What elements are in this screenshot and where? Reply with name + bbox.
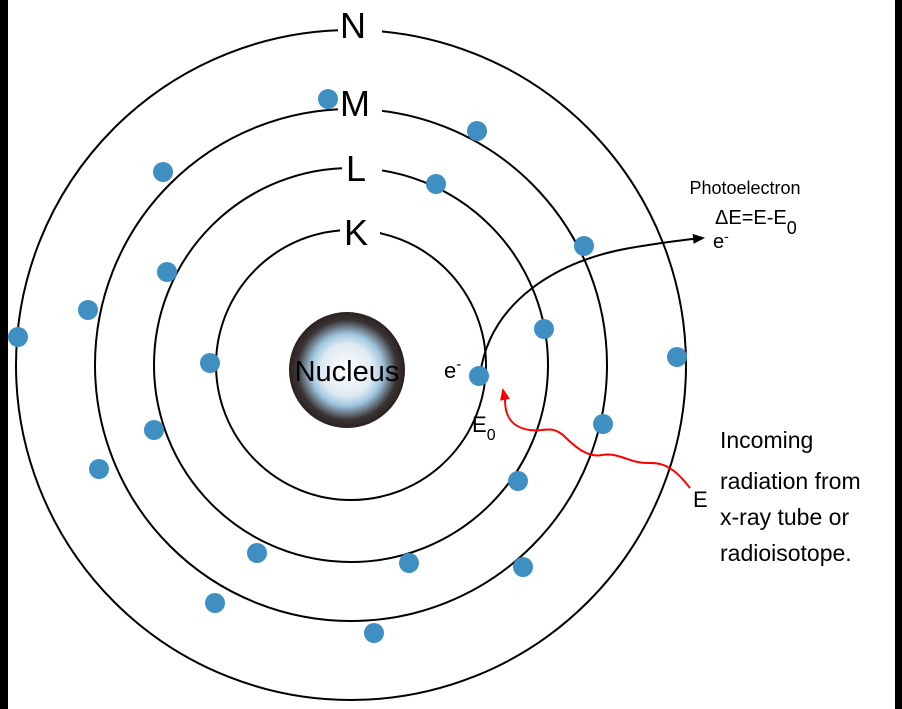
radiation-line-3: x-ray tube or: [720, 504, 849, 530]
electron: [247, 543, 267, 563]
electron: [157, 262, 177, 282]
shell-label-m: M: [340, 83, 370, 124]
electron: [467, 121, 487, 141]
electron: [513, 557, 533, 577]
bound-electron-label: e-: [444, 356, 461, 383]
bound-electron-charge: -: [456, 356, 461, 373]
electron: [144, 420, 164, 440]
nucleus: [289, 312, 405, 428]
electron: [469, 366, 489, 386]
binding-energy-sub: 0: [487, 427, 496, 444]
electron: [89, 459, 109, 479]
electron: [364, 623, 384, 643]
electron: [534, 319, 554, 339]
photoelectron-title: Photoelectron: [689, 178, 800, 198]
photoelectron-symbol: e-: [713, 228, 729, 253]
diagram-panel: [8, 0, 895, 709]
radiation-line-4: radioisotope.: [720, 540, 852, 566]
electron: [78, 300, 98, 320]
electron: [574, 236, 594, 256]
electron: [153, 162, 173, 182]
radiation-symbol: E: [693, 487, 708, 512]
photoelectron-path: [479, 233, 705, 376]
photoelectron-charge: -: [724, 228, 729, 244]
electron: [200, 353, 220, 373]
electron: [399, 553, 419, 573]
shell-label-k: K: [344, 212, 368, 253]
photoelectron-equation: ΔE=E-E0: [715, 207, 797, 238]
electron: [318, 89, 338, 109]
electron: [426, 174, 446, 194]
radiation-wave: [500, 388, 691, 489]
photoelectron-equation-sub: 0: [787, 218, 797, 238]
radiation-line-2: radiation from: [720, 468, 861, 494]
electron: [8, 327, 28, 347]
nucleus-label: Nucleus: [295, 356, 400, 388]
radiation-line-1: Incoming: [720, 427, 813, 453]
electron: [667, 347, 687, 367]
electron: [508, 471, 528, 491]
shell-label-l: L: [346, 148, 366, 189]
electron: [205, 593, 225, 613]
shell-label-n: N: [340, 5, 366, 46]
electrons-layer: [8, 89, 687, 643]
electron: [593, 414, 613, 434]
binding-energy-label: E0: [472, 412, 496, 444]
